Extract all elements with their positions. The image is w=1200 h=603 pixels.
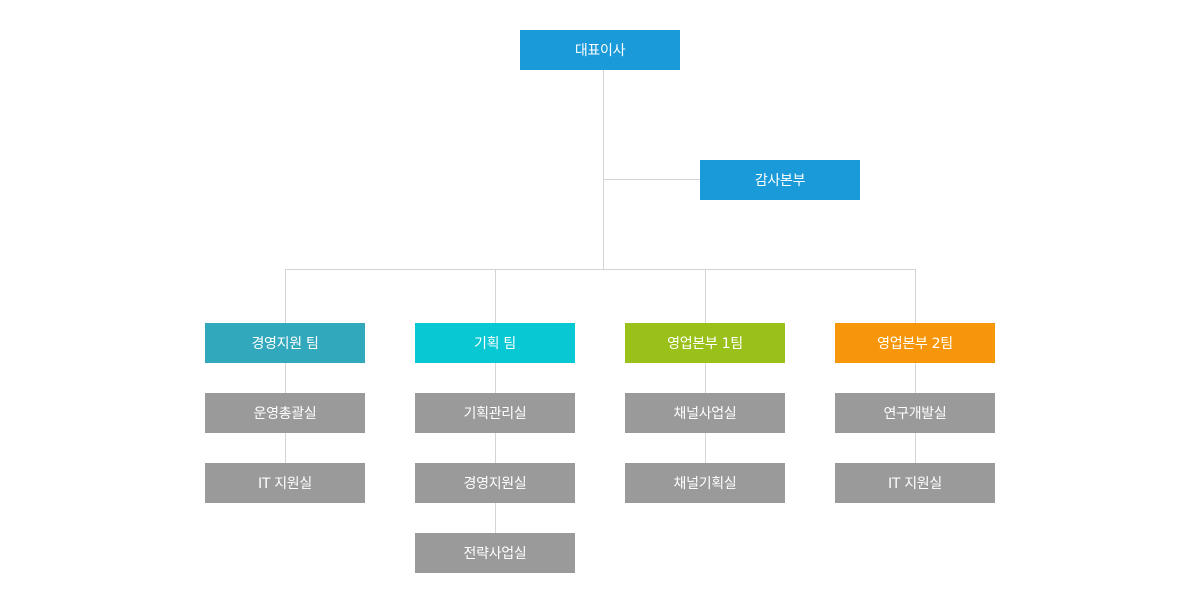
office-box: 운영총괄실 (205, 393, 365, 433)
connector-audit-branch (603, 179, 700, 180)
ceo-box: 대표이사 (520, 30, 680, 70)
office-box: IT 지원실 (835, 463, 995, 503)
team-management-box: 경영지원 팀 (205, 323, 365, 363)
connector-team-4-drop (915, 269, 916, 323)
team-sales2-box: 영업본부 2팀 (835, 323, 995, 363)
office-box: 채널기획실 (625, 463, 785, 503)
office-box: 채널사업실 (625, 393, 785, 433)
office-box: 연구개발실 (835, 393, 995, 433)
connector-team-2-drop (495, 269, 496, 323)
team-sales1-box: 영업본부 1팀 (625, 323, 785, 363)
office-box: 경영지원실 (415, 463, 575, 503)
office-box: 기획관리실 (415, 393, 575, 433)
office-box: IT 지원실 (205, 463, 365, 503)
connector-ceo-trunk (603, 70, 604, 270)
connector-teams-bus (285, 269, 916, 270)
office-box: 전략사업실 (415, 533, 575, 573)
team-planning-box: 기획 팀 (415, 323, 575, 363)
connector-team-3-drop (705, 269, 706, 323)
audit-box: 감사본부 (700, 160, 860, 200)
connector-team-2-offices (495, 363, 496, 533)
connector-team-1-drop (285, 269, 286, 323)
